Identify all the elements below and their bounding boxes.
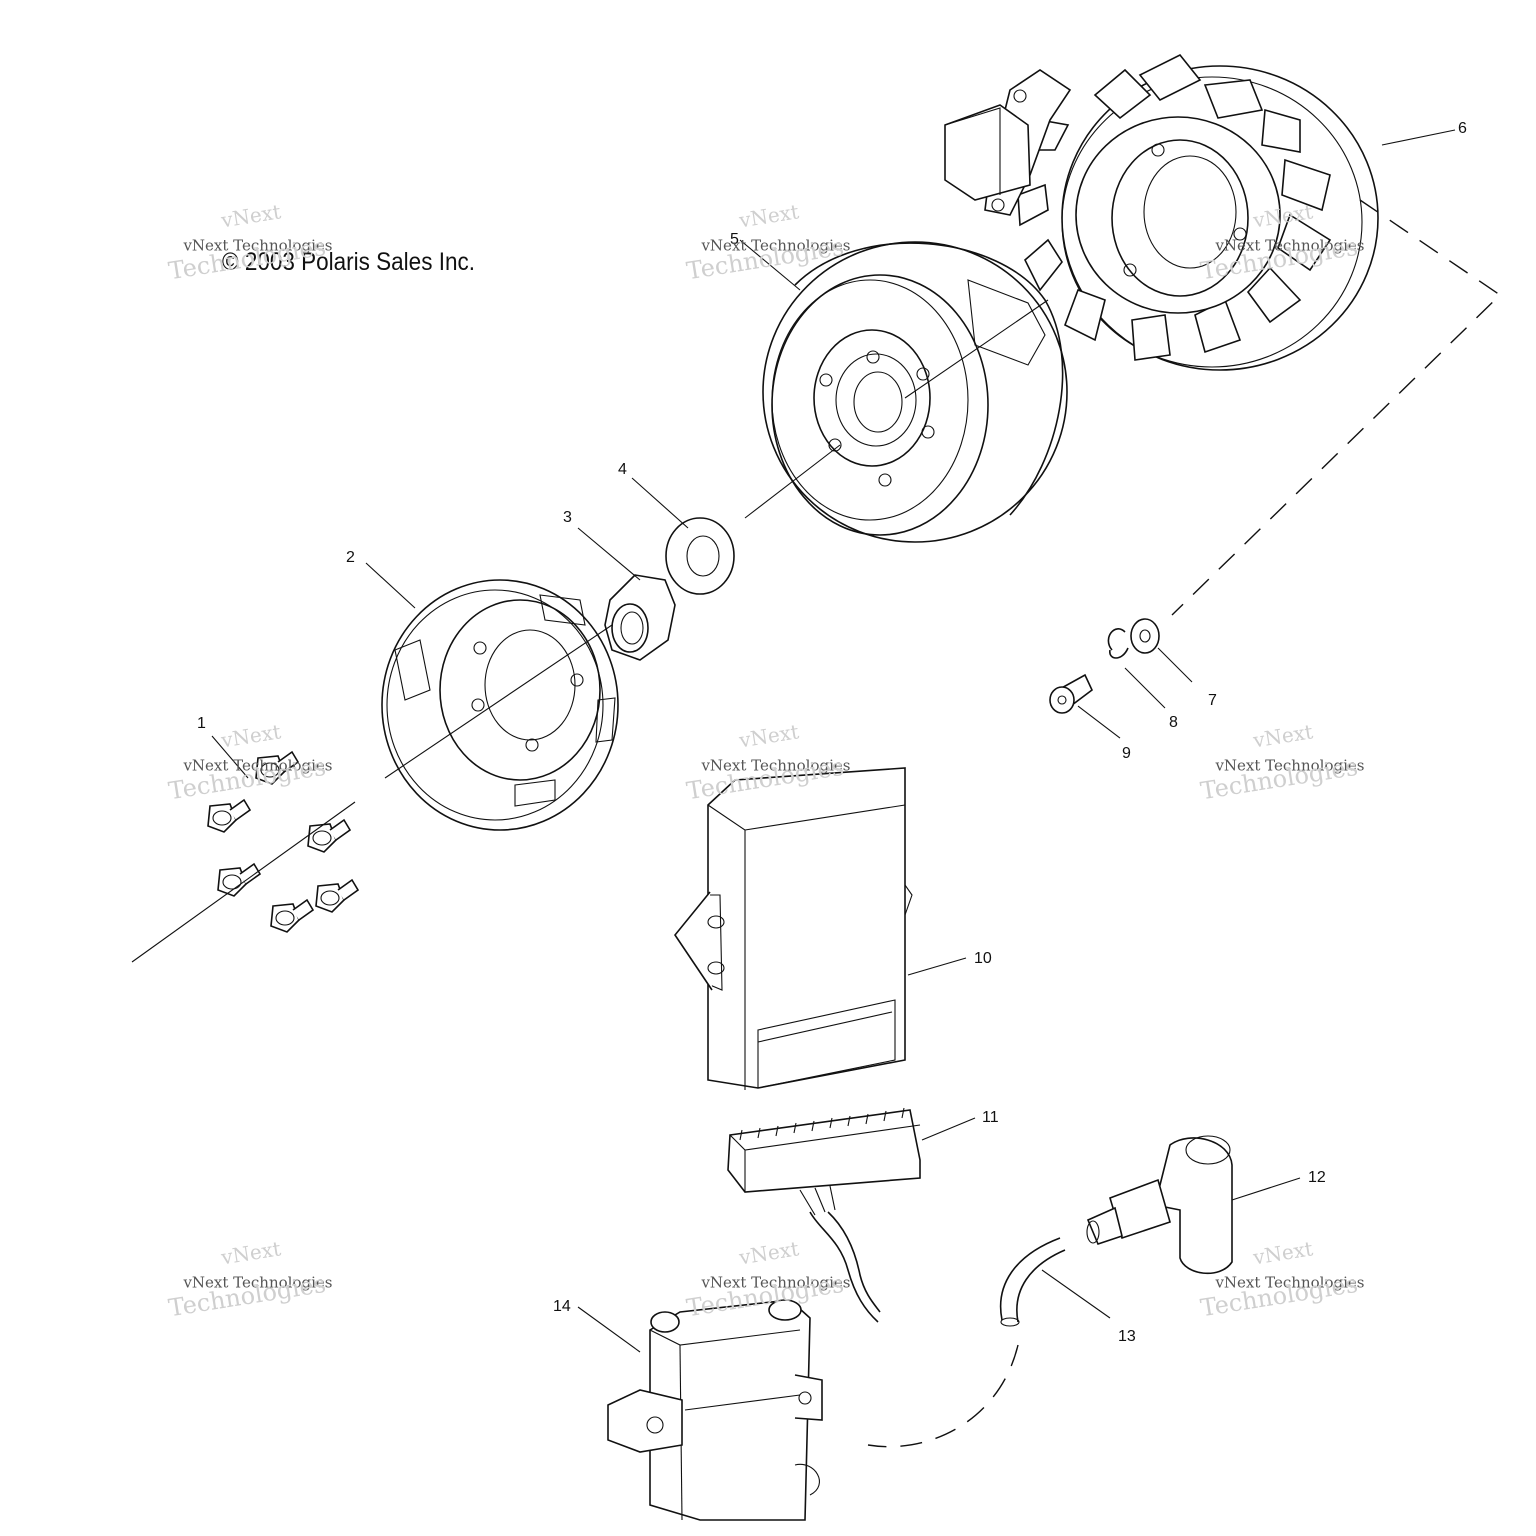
spark-plug-cap-part-12[interactable] [1086,1135,1233,1275]
cdi-module-part-10[interactable] [674,767,913,1090]
lock-washer-part-8[interactable] [1107,628,1129,659]
callout-1: 1 [197,715,206,732]
callout-7: 7 [1208,692,1217,709]
leader-6 [1381,129,1456,146]
copyright-notice: © 2003 Polaris Sales Inc. [222,248,475,276]
ignition-coil-part-14[interactable] [607,1299,823,1521]
stator-part-6[interactable] [944,53,1379,371]
callout-6: 6 [1458,120,1467,137]
leader-9 [1077,705,1121,739]
starter-cup-part-2[interactable] [381,579,619,831]
axis-line-starter [384,624,613,779]
leader-12 [1231,1177,1301,1201]
dashed-line-ignition-wire [867,1344,1019,1448]
callout-2: 2 [346,549,355,566]
dashed-assembly-line-stator [1171,199,1502,616]
callout-5: 5 [730,231,739,248]
connector-part-11[interactable] [727,1107,921,1323]
washer-part-7[interactable] [1130,618,1160,654]
callout-3: 3 [563,509,572,526]
leader-4 [631,477,689,529]
leader-7 [1157,647,1193,683]
callout-4: 4 [618,461,627,478]
callout-9: 9 [1122,745,1131,762]
ignition-wire-part-13[interactable] [999,1237,1066,1327]
callout-10: 10 [974,950,992,967]
leader-1 [211,735,249,779]
callout-11: 11 [982,1109,999,1126]
callout-12: 12 [1308,1169,1326,1186]
nut-part-3[interactable] [604,574,676,661]
leader-10 [907,957,967,976]
screw-part-9[interactable] [1049,673,1093,714]
callout-13: 13 [1118,1328,1136,1345]
leader-3 [577,527,641,581]
leader-13 [1041,1269,1111,1319]
leader-8 [1124,667,1166,709]
washer-part-4[interactable] [665,517,735,595]
axis-line-bolts [131,801,356,963]
axis-line-flywheel [744,444,841,519]
axis-line-stator [904,299,1049,399]
bolts-part-1[interactable] [207,750,360,933]
leader-5 [739,239,801,291]
leader-14 [577,1306,641,1353]
leader-2 [365,562,416,609]
flywheel-part-5[interactable] [762,241,1068,543]
callout-8: 8 [1169,714,1178,731]
callout-14: 14 [553,1298,571,1315]
leader-11 [921,1117,976,1141]
